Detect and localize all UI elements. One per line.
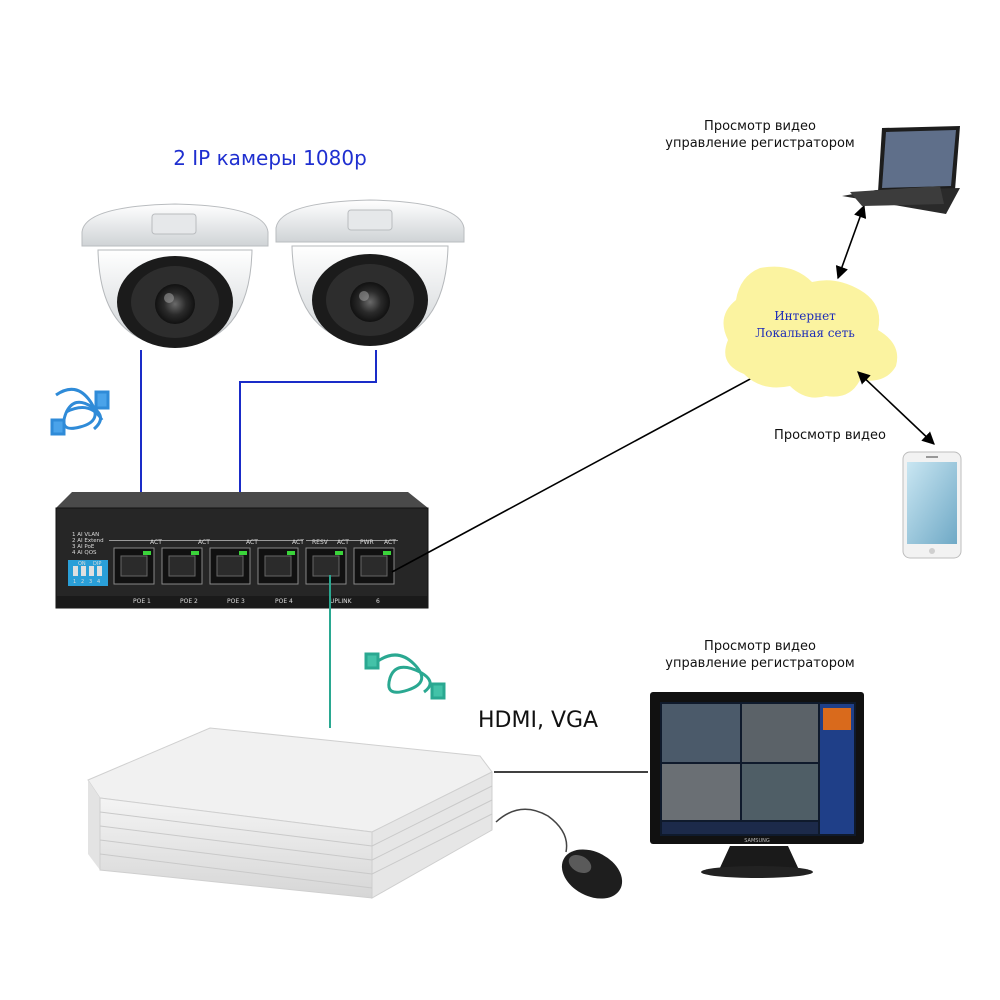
switch-cloud-arrow bbox=[391, 363, 780, 573]
monitor-label: Просмотр видео управление регистратором bbox=[640, 638, 880, 672]
monitor: SAMSUNG bbox=[650, 692, 864, 878]
svg-text:3 AI PoE: 3 AI PoE bbox=[72, 544, 95, 550]
port-top-3: ACT bbox=[246, 539, 258, 546]
laptop-label-line-1: Просмотр видео bbox=[704, 119, 816, 134]
smartphone bbox=[902, 451, 962, 559]
dip-on-label: ON bbox=[78, 561, 86, 567]
cloud-laptop-arrow bbox=[835, 204, 867, 280]
mouse bbox=[495, 808, 623, 899]
monitor-brand: SAMSUNG bbox=[744, 838, 770, 844]
dip-num-1: 1 bbox=[73, 579, 76, 585]
cloud-label-line-1: Интернет bbox=[774, 309, 836, 323]
port-top-5: RESV bbox=[312, 539, 329, 546]
port-bottom-4: POE 4 bbox=[275, 598, 293, 605]
port-bottom-1: POE 1 bbox=[133, 598, 151, 605]
svg-text:2 AI Extend: 2 AI Extend bbox=[72, 538, 104, 544]
cloud-shape bbox=[723, 266, 898, 398]
laptop bbox=[842, 126, 960, 214]
port-top-7: PWR bbox=[360, 539, 374, 546]
port-top-8: ACT bbox=[384, 539, 396, 546]
dip-legend-4: 4 AI QOS bbox=[72, 550, 97, 556]
camera-2-cable bbox=[239, 350, 377, 560]
dip-label: DIP bbox=[93, 561, 101, 567]
port-top-1: ACT bbox=[150, 539, 162, 546]
dip-num-2: 2 bbox=[81, 579, 84, 585]
svg-text:4 AI QOS: 4 AI QOS bbox=[72, 550, 97, 556]
monitor-label-line-2: управление регистратором bbox=[665, 656, 855, 671]
nvr-recorder bbox=[87, 727, 493, 899]
green-patch-cable-icon bbox=[364, 652, 446, 700]
cloud-phone-arrow bbox=[857, 371, 935, 445]
cloud-label-line-2: Локальная сеть bbox=[755, 326, 855, 340]
diagram-title: 2 IP камеры 1080p bbox=[173, 146, 367, 170]
port-bottom-3: POE 3 bbox=[227, 598, 245, 605]
ip-camera-1 bbox=[81, 203, 269, 348]
phone-label: Просмотр видео bbox=[774, 428, 886, 443]
dip-legend-2: 2 AI Extend bbox=[72, 538, 104, 544]
cloud-label: Интернет Локальная сеть bbox=[730, 308, 880, 342]
blue-patch-cable-icon bbox=[50, 387, 110, 436]
laptop-label-line-2: управление регистратором bbox=[665, 136, 855, 151]
dip-legend-3: 3 AI PoE bbox=[72, 544, 95, 550]
port-bottom-6: 6 bbox=[376, 598, 380, 605]
poe-switch: 1 AI VLAN 2 AI Extend 3 AI PoE 4 AI QOS … bbox=[55, 492, 429, 609]
port-top-4: ACT bbox=[292, 539, 304, 546]
ip-camera-2 bbox=[275, 199, 465, 346]
port-bottom-2: POE 2 bbox=[180, 598, 198, 605]
monitor-label-line-1: Просмотр видео bbox=[704, 639, 816, 654]
dip-legend-1: 1 AI VLAN bbox=[72, 532, 99, 538]
port-bottom-5: UPLINK bbox=[330, 598, 353, 605]
dip-num-4: 4 bbox=[97, 579, 100, 585]
port-top-6: ACT bbox=[337, 539, 349, 546]
port-top-2: ACT bbox=[198, 539, 210, 546]
laptop-label: Просмотр видео управление регистратором bbox=[640, 118, 880, 152]
hdmi-label: HDMI, VGA bbox=[478, 708, 599, 733]
svg-text:1 AI VLAN: 1 AI VLAN bbox=[72, 532, 99, 538]
dip-num-3: 3 bbox=[89, 579, 92, 585]
